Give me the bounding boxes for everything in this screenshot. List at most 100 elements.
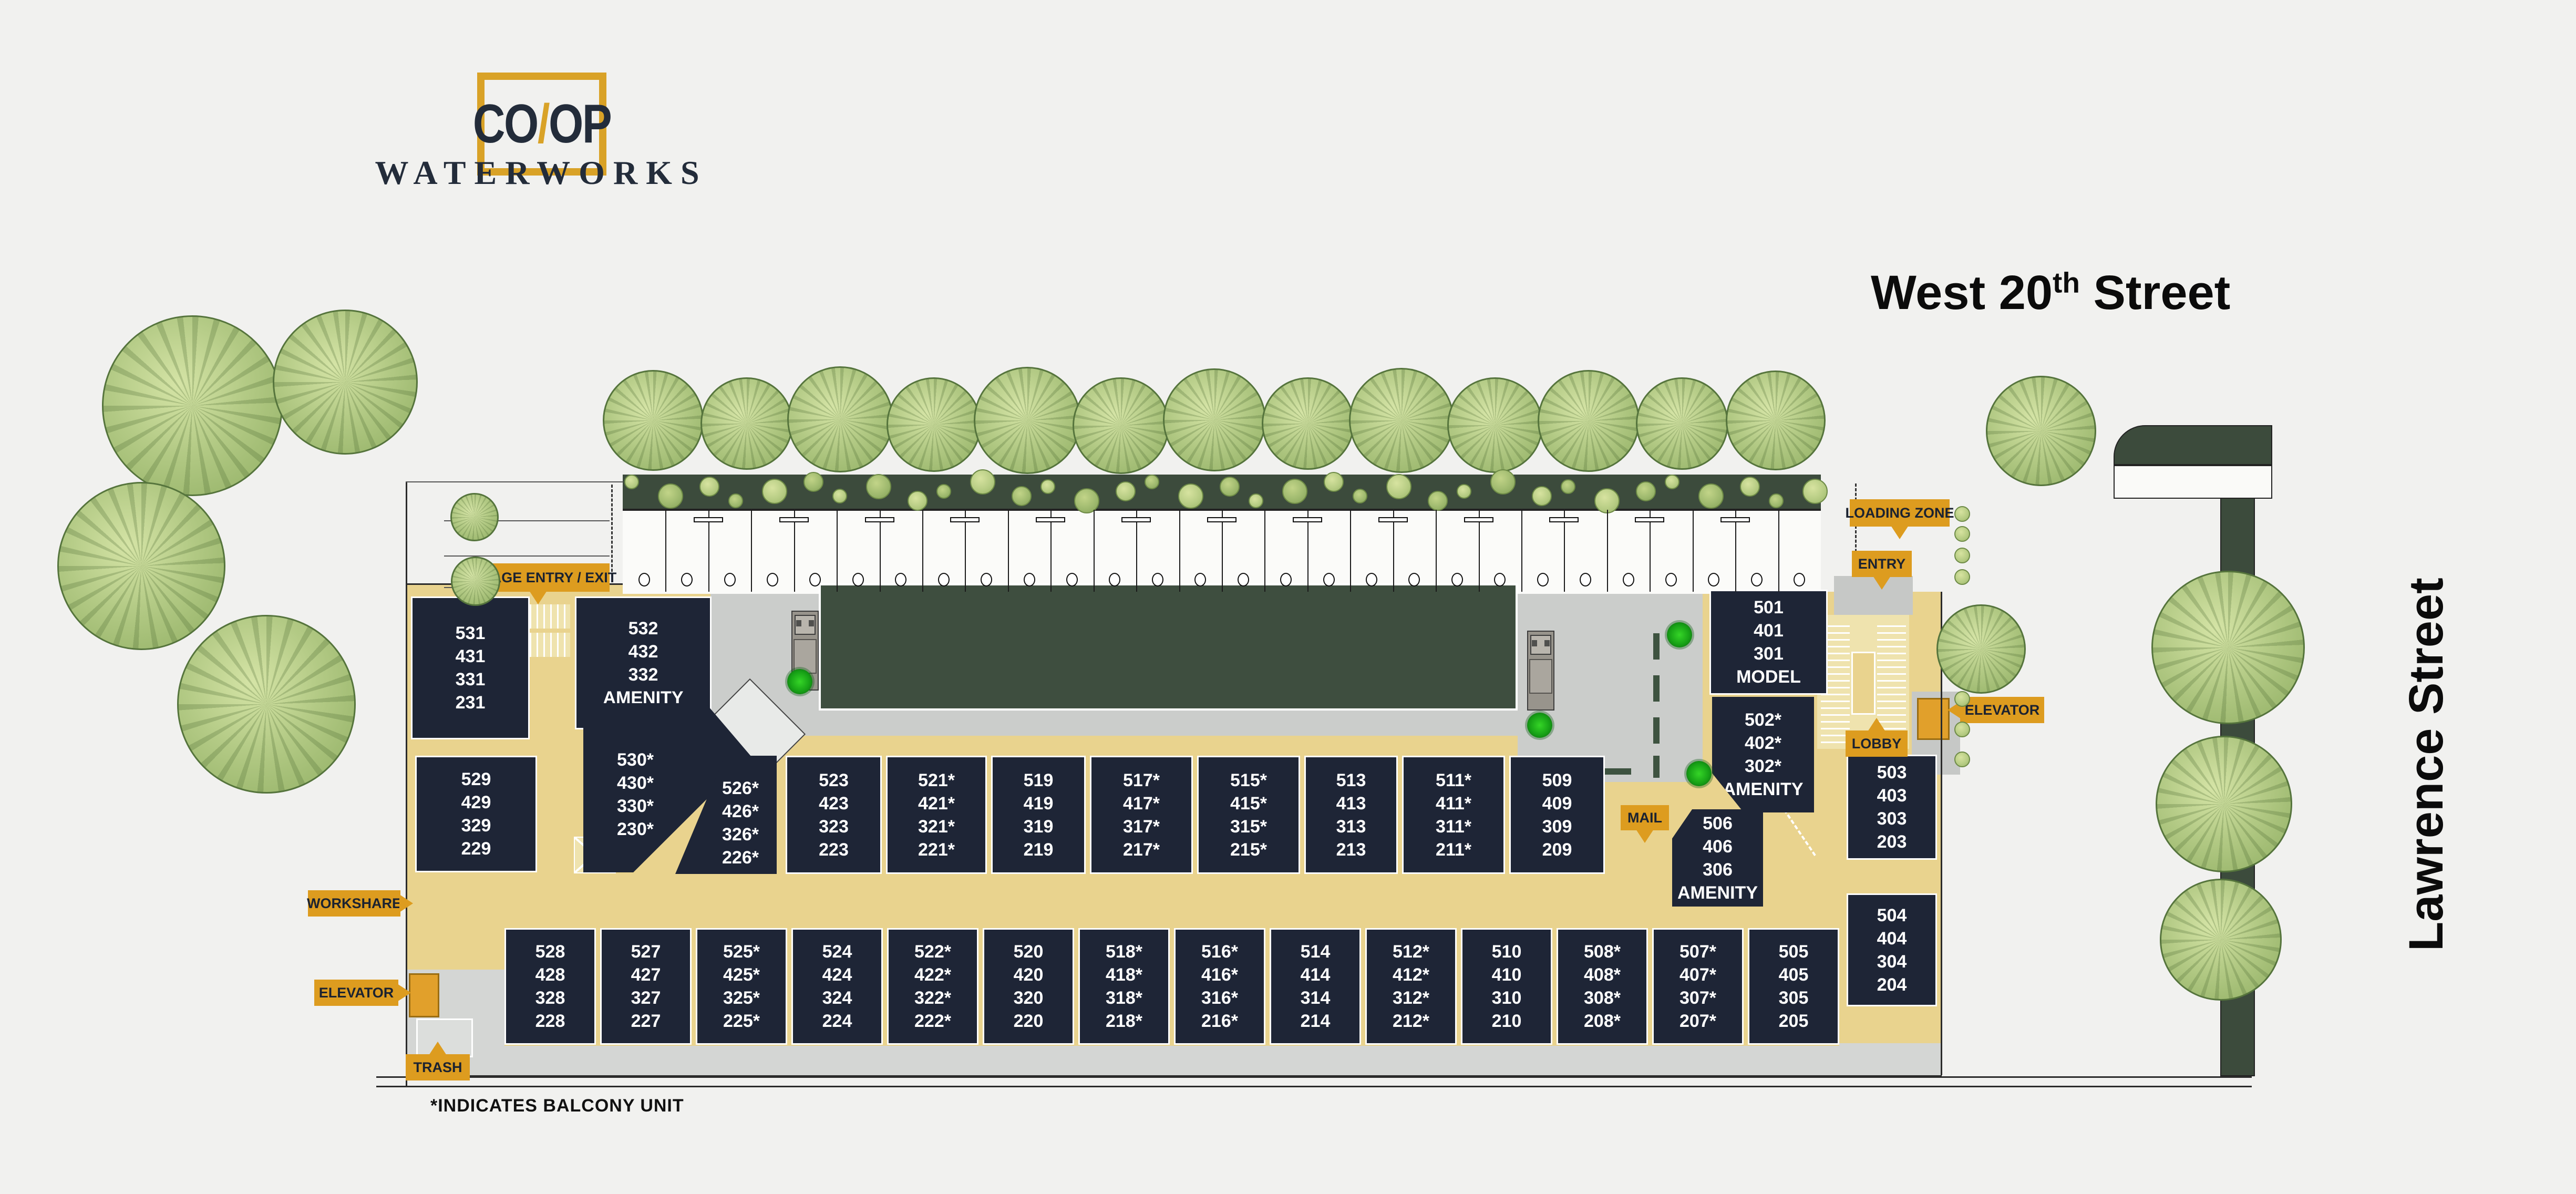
parking-column [1708,573,1720,586]
tree-icon [700,377,793,470]
bush-icon [1561,479,1575,494]
tree-icon [887,377,981,472]
stair-landing [1851,652,1876,715]
parking-divider [1222,510,1223,592]
building-right [1941,592,1942,1075]
parking-divider [1093,510,1095,592]
street-label-lawrence: Lawrence Street [2399,578,2453,951]
shrub-icon [1686,761,1712,786]
tree-icon [1636,377,1728,470]
parking-column [638,573,650,586]
bush-icon [803,472,823,492]
parking-divider [965,510,966,592]
parking-column [1537,573,1549,586]
pointer-right-icon [399,894,413,912]
parking-column [1366,573,1377,586]
sidewalk-line-2 [376,1086,2252,1087]
parking-divider [751,510,753,592]
tree-icon [450,493,499,541]
logo-text: CO/OP [472,93,612,155]
wheel-stop [1720,517,1750,522]
wheel-stop [1464,517,1493,522]
tree-icon [974,367,1081,474]
wheel-stop [1635,517,1665,522]
bush-icon [1740,477,1760,497]
shrub-icon [1667,622,1692,647]
parking-column [937,573,950,586]
parking-divider [1393,510,1394,592]
bush-icon [866,474,891,499]
bush-icon [970,469,995,495]
elevator-left-label: ELEVATOR [314,980,411,1006]
lobby-label: LOBBY [1846,718,1908,757]
wheel-stop [1121,517,1151,522]
parking-column [1109,573,1121,586]
tree-icon [451,557,500,606]
lane-dash [1653,675,1660,702]
wheel-stop [950,517,980,522]
elevator-right-label: ELEVATOR [1948,697,2044,723]
wheel-stop [1036,517,1066,522]
parking-column [724,573,736,586]
parking-divider [794,510,795,592]
unit-block-521: 521*421*321*221* [886,756,987,874]
unit-block-512: 512*412*312*212* [1365,928,1457,1045]
parking-divider [1350,510,1352,592]
parking-divider [1436,510,1437,592]
unit-block-516: 516*416*316*216* [1174,928,1265,1045]
unit-block-515: 515*415*315*215* [1197,756,1300,874]
parking-column [1237,573,1249,586]
parking-column [1665,573,1677,586]
elevator-right-box [1917,698,1950,740]
parking-divider [1478,510,1480,592]
parking-divider [1050,510,1052,592]
tree-icon [1073,377,1169,474]
parking-column [1323,573,1335,586]
mail-label: MAIL [1621,805,1669,843]
wheel-stop [1378,517,1408,522]
median-walk [2114,465,2272,499]
wheel-stop [1292,517,1322,522]
bush-icon [1040,479,1055,494]
bush-icon [1594,488,1620,513]
tree-icon [1163,368,1266,471]
workshare-label: WORKSHARE [307,890,413,917]
bush-icon [1636,481,1656,501]
bush-icon [699,477,719,497]
tree-icon [1986,376,2096,486]
pointer-down-icon [1891,526,1909,539]
parking-column [767,573,778,586]
parking-column [1451,573,1463,586]
bush-icon [658,483,683,509]
pointer-up-icon [429,1042,447,1055]
garage-threshold-dash [611,485,613,577]
unit-block-511: 511*411*311*211* [1402,756,1505,874]
drive-aisle-south [710,711,1703,736]
tree-icon [787,366,893,472]
bush-icon [1802,479,1828,504]
tree-icon [1538,370,1640,472]
bush-icon [908,491,928,511]
bush-icon [1954,752,1970,767]
bush-icon [1954,548,1970,563]
parking-divider [1179,510,1180,592]
tree-icon [1447,377,1543,473]
wheel-stop [693,517,723,522]
bush-icon [1116,481,1136,501]
parking-column [1750,573,1763,586]
tree-icon [1262,377,1354,470]
pointer-up-icon [1868,718,1885,732]
parking-column [981,573,993,586]
parking-divider [1692,510,1694,592]
parking-divider [1606,510,1608,592]
bush-icon [624,475,639,489]
